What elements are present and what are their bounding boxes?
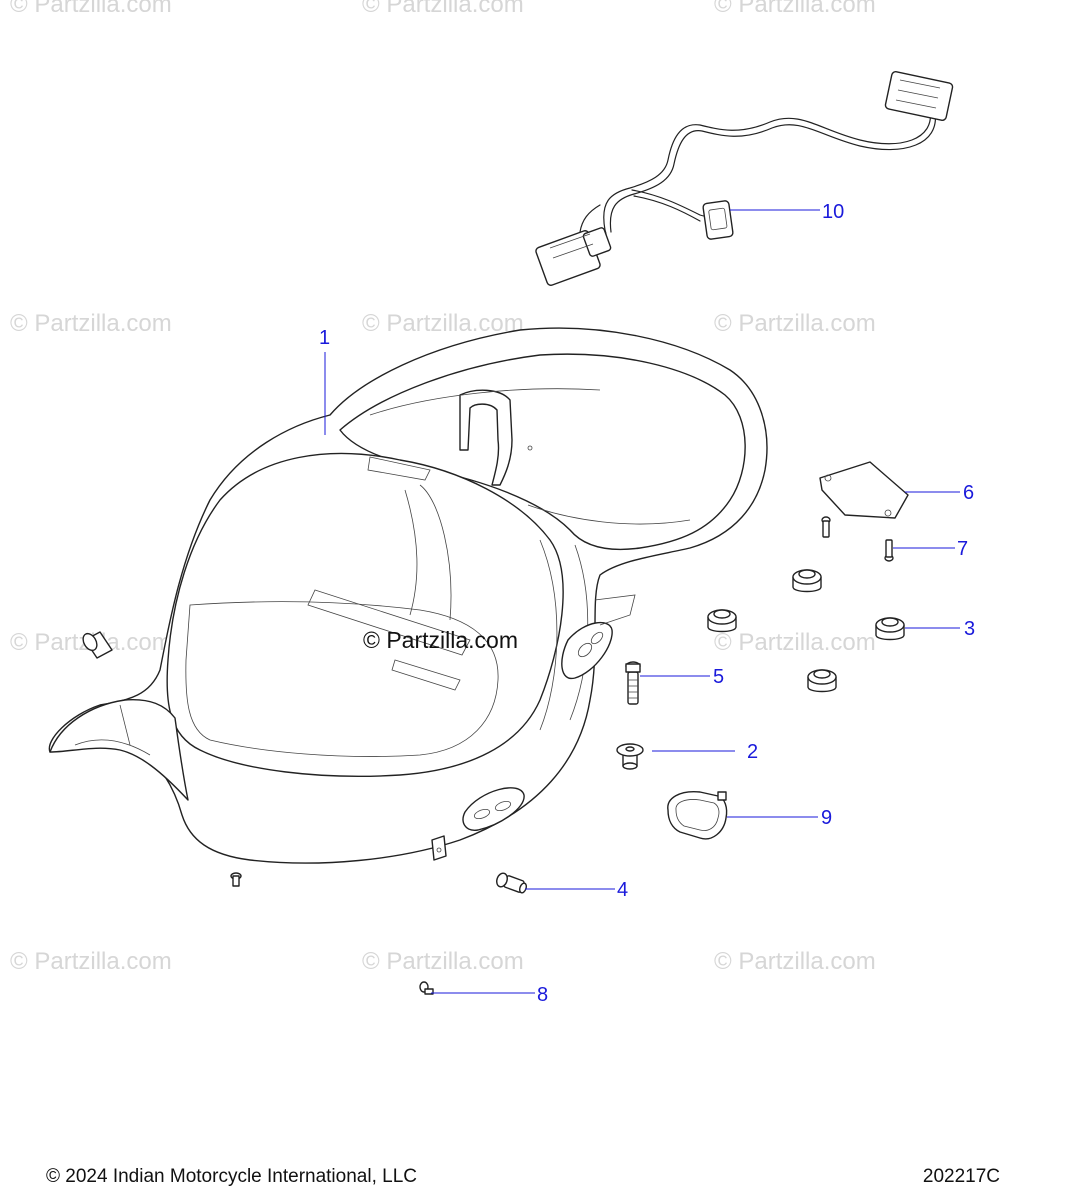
- callouts: 1 2 3 4 5 6 7 8 9 10: [319, 201, 975, 1006]
- part-6-plate[interactable]: [819, 461, 909, 519]
- seat-assembly[interactable]: [48, 327, 768, 864]
- watermark: © Partzilla.com: [714, 948, 876, 975]
- callout-10: 10: [822, 201, 844, 223]
- part-3-grommet[interactable]: [707, 569, 905, 693]
- callout-6: 6: [963, 482, 974, 504]
- part-2-spacer[interactable]: [616, 743, 644, 770]
- watermark: © Partzilla.com: [362, 310, 524, 337]
- wiring-harness[interactable]: [535, 71, 954, 286]
- copyright-notice: © 2024 Indian Motorcycle International, …: [46, 1166, 417, 1187]
- part-7-screw[interactable]: [821, 516, 894, 562]
- callout-7: 7: [957, 538, 968, 560]
- callout-2: 2: [747, 741, 758, 763]
- callout-3: 3: [964, 618, 975, 640]
- callout-9: 9: [821, 807, 832, 829]
- callout-1: 1: [319, 327, 330, 349]
- part-8-screw[interactable]: [419, 981, 434, 995]
- watermark: © Partzilla.com: [10, 310, 172, 337]
- part-9-gasket[interactable]: [667, 791, 728, 840]
- watermark: © Partzilla.com: [714, 0, 876, 18]
- seat-screw[interactable]: [230, 872, 242, 887]
- watermarks: © Partzilla.com © Partzilla.com © Partzi…: [10, 0, 876, 975]
- callout-5: 5: [713, 666, 724, 688]
- center-watermark: © Partzilla.com: [363, 627, 518, 653]
- watermark: © Partzilla.com: [714, 310, 876, 337]
- part-4-bolt[interactable]: [495, 872, 528, 894]
- watermark: © Partzilla.com: [10, 0, 172, 18]
- leader-lines: [324, 209, 960, 994]
- watermark: © Partzilla.com: [362, 0, 524, 18]
- part-5-bolt[interactable]: [625, 661, 641, 705]
- watermark: © Partzilla.com: [714, 629, 876, 656]
- callout-8: 8: [537, 984, 548, 1006]
- drawing-number: 202217C: [922, 1166, 1000, 1187]
- watermark: © Partzilla.com: [362, 948, 524, 975]
- callout-4: 4: [617, 879, 628, 901]
- watermark: © Partzilla.com: [10, 948, 172, 975]
